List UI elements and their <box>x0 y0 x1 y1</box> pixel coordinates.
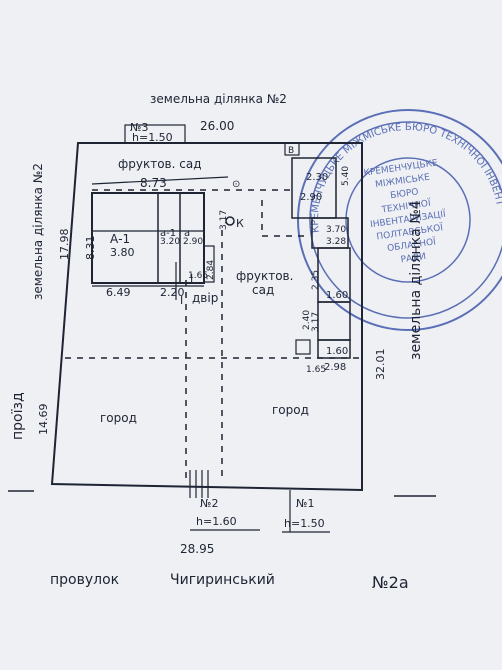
right-dimension: 32.01 <box>374 349 387 381</box>
orchard-mid-label: фруктов. <box>236 269 293 283</box>
outbuilding-6 <box>317 339 351 359</box>
stamp-inner-line-8: РАДИ <box>400 252 427 265</box>
left-neighbor-label: земельна ділянка №2 <box>31 163 45 300</box>
right-neighbor-label: земельна ділянка №4 <box>408 200 424 360</box>
well-marker <box>225 216 235 226</box>
plot-boundary <box>50 142 363 492</box>
outbuilding-5-dim: 3.17 <box>311 312 321 332</box>
house-extension <box>203 245 215 283</box>
main-house <box>91 192 205 284</box>
gate-marker: ⊙ <box>232 179 240 190</box>
outbuilding-8-dim: 1.60 <box>326 346 348 357</box>
house-bottom-right-dim: 2.20 <box>160 286 185 299</box>
street-type-label: провулок <box>50 572 119 588</box>
gate-1-height: h=1.50 <box>284 517 325 530</box>
house-small-dim-2: 2.90 <box>183 237 203 247</box>
gate-3-label: №3 <box>130 121 148 134</box>
gate-1-label: №1 <box>296 497 314 510</box>
house-left-dimension: 8.31 <box>84 236 97 261</box>
annex-value: 3.20 <box>160 237 180 247</box>
stamp-inner-ring <box>345 157 471 283</box>
garden-right-label: город <box>272 403 309 417</box>
outbuilding-9-dim: 2.98 <box>324 362 346 373</box>
outbuilding-4-dim: 2.35 <box>311 270 321 290</box>
yard-label: двір <box>192 291 218 305</box>
well-label: К <box>236 217 244 230</box>
outbuilding-3-dim: 3.28 <box>326 237 346 247</box>
orchard-top-label: фруктов. сад <box>118 157 202 171</box>
yard-top-dim: 2.30 <box>306 172 328 183</box>
house-top-dimension: 8.73 <box>140 176 167 190</box>
annex-label: а-1 <box>160 228 176 239</box>
house-small-dim-4: 3.17 <box>219 210 229 230</box>
corner-b-box <box>284 142 300 156</box>
gate-2-label: №2 <box>200 497 218 510</box>
house-top-dim-line <box>91 176 229 185</box>
outbuilding-5 <box>295 339 311 355</box>
outbuilding-11-dim: 5.40 <box>341 166 351 186</box>
main-house-size: 3.80 <box>110 246 135 259</box>
house-small-dim-5: 2.84 <box>206 260 216 280</box>
outbuilding-4 <box>317 301 351 341</box>
official-stamp: КРЕМЕНЧУЦЬКЕ МІЖМІСЬКЕ БЮРО ТЕХНІЧНОЇ ІН… <box>0 0 502 331</box>
stamp-inner-line-3: БЮРО <box>390 187 420 201</box>
gate-2-height: h=1.60 <box>196 515 237 528</box>
outbuilding-6-dim: 1.65 <box>306 365 326 375</box>
yard-numeral: I <box>190 272 193 285</box>
main-house-label: А-1 <box>110 232 130 246</box>
stamp-mid-ring <box>309 121 502 319</box>
bottom-dimension: 28.95 <box>180 542 214 556</box>
annex-letter: а <box>184 228 190 239</box>
yard-numeral-2: I <box>180 294 183 307</box>
left-dimension: 17.98 <box>58 229 71 261</box>
road-label: проїзд <box>10 392 26 440</box>
outbuilding-1-dim: 2.90 <box>300 192 322 203</box>
outbuilding-10-dim: 2.40 <box>302 310 312 330</box>
top-neighbor-label: земельна ділянка №2 <box>150 92 287 106</box>
garden-left-label: город <box>100 411 137 425</box>
house-small-dim-3: 1.65 <box>188 271 208 281</box>
street-name-label: Чигиринський <box>170 572 275 588</box>
gate-3-frame <box>124 124 186 144</box>
corner-b-label: В <box>288 146 294 156</box>
stamp-ring-text: КРЕМЕНЧУЦЬКЕ МІЖМІСЬКЕ БЮРО ТЕХНІЧНОЇ ІН… <box>0 0 502 278</box>
house-bottom-left-dim: 6.49 <box>106 286 131 299</box>
outbuilding-2-dim: 3.70 <box>326 225 346 235</box>
house-number-label: №2а <box>372 573 409 592</box>
outbuilding-7-dim: 1.60 <box>326 290 348 301</box>
orchard-mid-label-2: сад <box>252 283 274 297</box>
left-lower-dimension: 14.69 <box>37 404 50 436</box>
gate-3-height: h=1.50 <box>132 131 173 144</box>
top-dimension: 26.00 <box>200 119 234 133</box>
